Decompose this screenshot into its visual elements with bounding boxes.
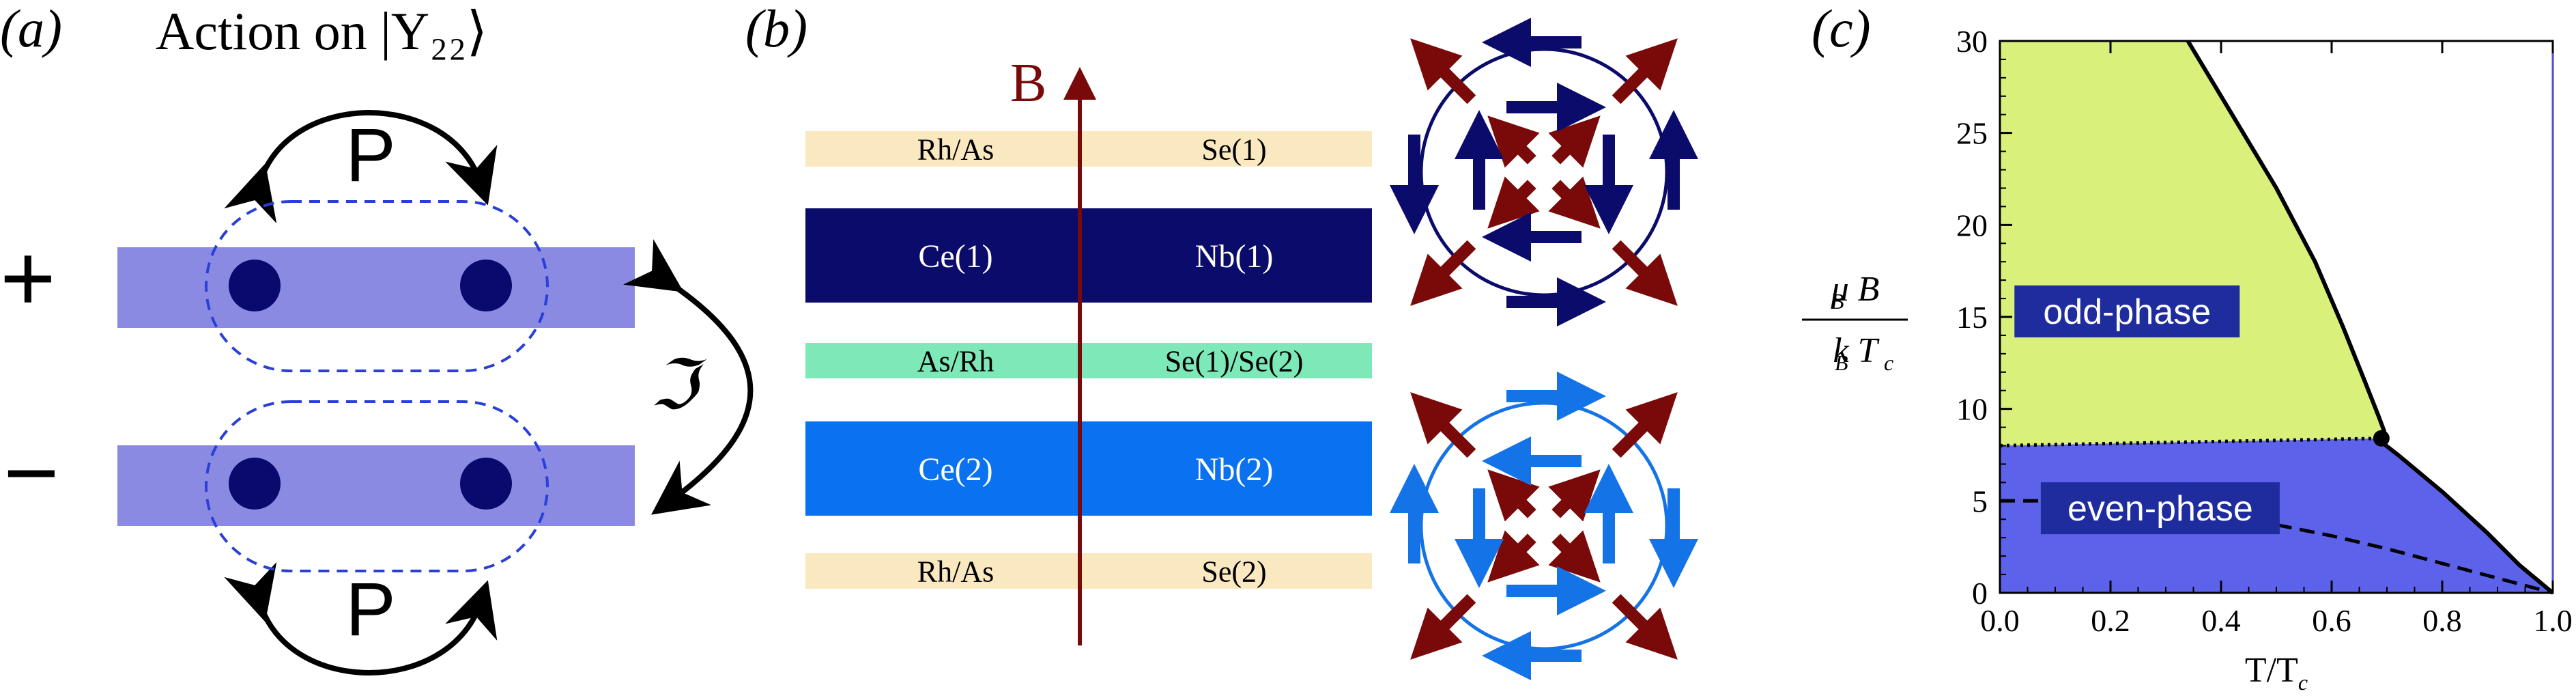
sublattice-bar-plus <box>117 247 635 328</box>
spin-texture-upper <box>1390 18 1698 326</box>
svg-text:k T: k T <box>1833 331 1880 370</box>
odd-phase-label: odd-phase <box>2043 292 2211 332</box>
y-tick-label: 0 <box>1972 576 1988 611</box>
spin-ring <box>1419 47 1669 297</box>
layer-left-label: Rh/As <box>917 555 994 588</box>
first-order-dotted-line <box>1999 436 2381 447</box>
radial-spin-arrow-outer <box>1410 594 1476 660</box>
layer-3 <box>805 343 1372 378</box>
y-label-top-sub: B <box>1831 289 1844 314</box>
layer-4 <box>805 421 1372 516</box>
spin-texture-lower <box>1390 372 1698 680</box>
x-label-sub: c <box>2298 670 2308 695</box>
radial-spin-arrow-inner <box>1487 176 1540 229</box>
x-tick-label: 0.2 <box>2091 603 2130 638</box>
critical-point-marker <box>2373 430 2390 447</box>
y-axis-label: μ B B k T B c <box>1802 270 1908 375</box>
inversion-arrow <box>622 239 754 515</box>
x-axis-label: T/Tc <box>2245 651 2308 695</box>
x-tick-label: 0.6 <box>2312 603 2351 638</box>
layer-2 <box>805 208 1372 303</box>
panel-b-label: (b) <box>745 0 807 58</box>
sublattice-bar-minus <box>117 445 635 526</box>
y-tick-label: 5 <box>1972 484 1988 518</box>
layer-right-label: Se(1) <box>1201 133 1266 166</box>
sign-plus: + <box>0 224 56 331</box>
layer-left-label: Ce(1) <box>918 238 992 275</box>
layer-5 <box>805 553 1372 589</box>
radial-spin-arrow-inner <box>1487 115 1540 168</box>
x-tick-label: 0.8 <box>2422 603 2462 638</box>
layer-right-label: Nb(2) <box>1195 451 1274 488</box>
layer-left-label: As/Rh <box>917 344 994 378</box>
panel-a-label: (a) <box>0 0 62 58</box>
site-dot <box>460 458 512 510</box>
radial-spin-arrow-outer <box>1612 392 1678 458</box>
parity-label-bottom: P <box>345 568 395 652</box>
y-tick-label: 20 <box>1956 208 1988 242</box>
radial-spin-arrow-inner <box>1548 115 1601 168</box>
phase-boundary-line <box>2186 40 2554 595</box>
inversion-label: ℑ <box>650 348 708 423</box>
sign-minus: − <box>3 419 59 526</box>
svg-text:μ B: μ B <box>1831 270 1880 309</box>
x-label-main: T/T <box>2245 651 2298 690</box>
layer-right-label: Se(1)/Se(2) <box>1165 344 1304 378</box>
x-tick-label: 1.0 <box>2533 603 2573 638</box>
y-tick-label: 30 <box>1956 24 1988 59</box>
radial-spin-arrow-outer <box>1612 594 1678 660</box>
radial-spin-arrow-outer <box>1410 392 1476 458</box>
y-label-bottom: k T <box>1833 331 1880 370</box>
radial-spin-arrow-outer <box>1410 38 1476 105</box>
layer-1 <box>805 131 1372 167</box>
radial-spin-arrow-inner <box>1487 530 1540 583</box>
radial-spin-arrow-inner <box>1548 176 1601 229</box>
y-label-top: μ B <box>1831 270 1880 309</box>
y-label-bottom-sub-t: c <box>1884 350 1893 375</box>
radial-spin-arrow-outer <box>1410 240 1476 306</box>
site-dot <box>229 260 281 311</box>
site-dot <box>229 458 281 510</box>
x-tick-label: 0.4 <box>2201 603 2241 638</box>
spin-ring <box>1419 401 1669 651</box>
panel-c: (c) 0.0 0.2 0.4 0.6 0.8 1.0 0 5 10 15 20 25 30 odd-ph… <box>1802 0 2573 695</box>
wavefunction-outline-plus <box>205 200 549 372</box>
panel-c-label: (c) <box>1812 0 1871 58</box>
layer-stack: Rh/As Se(1) Ce(1) Nb(1) As/Rh Se(1)/Se(2) Ce(2… <box>805 131 1372 589</box>
parity-label-top: P <box>345 113 395 197</box>
y-tick-label: 10 <box>1956 392 1988 427</box>
radial-spin-arrow-outer <box>1612 240 1678 306</box>
panel-a-title: Action on |Υ₂₂⟩ <box>156 1 487 61</box>
y-label-bottom-sub-k: B <box>1835 350 1848 375</box>
parity-arrow-top <box>224 110 498 224</box>
even-phase-label-box <box>2040 482 2280 535</box>
layer-right-label: Se(2) <box>1201 555 1266 588</box>
odd-phase-region <box>2000 41 2384 446</box>
radial-spin-arrow-inner <box>1548 530 1601 583</box>
y-tick-label: 15 <box>1956 300 1988 335</box>
site-dot <box>460 260 512 311</box>
panel-b: (b) Rh/As Se(1) Ce(1) Nb(1) As/Rh Se(1)/Se(2)… <box>745 0 1698 680</box>
phase-diagram: 0.0 0.2 0.4 0.6 0.8 1.0 0 5 10 15 20 25 30 odd-phase e… <box>1956 24 2573 638</box>
y-tick-label: 25 <box>1956 116 1988 151</box>
reference-dashed-curve <box>2000 499 2553 595</box>
even-phase-label: even-phase <box>2067 489 2253 529</box>
radial-spin-arrow-inner <box>1487 469 1540 522</box>
panel-a: (a) Action on |Υ₂₂⟩ P P + − ℑ <box>0 0 754 676</box>
parity-arrow-bottom <box>224 561 498 676</box>
layer-right-label: Nb(1) <box>1195 238 1274 275</box>
odd-phase-label-box <box>2014 285 2240 337</box>
x-tick-label: 0.0 <box>1980 603 2020 638</box>
layer-left-label: Ce(2) <box>918 451 992 488</box>
radial-spin-arrow-inner <box>1548 469 1601 522</box>
field-label: B <box>1010 53 1046 113</box>
layer-left-label: Rh/As <box>917 133 994 166</box>
radial-spin-arrow-outer <box>1612 38 1678 105</box>
wavefunction-outline-minus <box>205 400 549 572</box>
